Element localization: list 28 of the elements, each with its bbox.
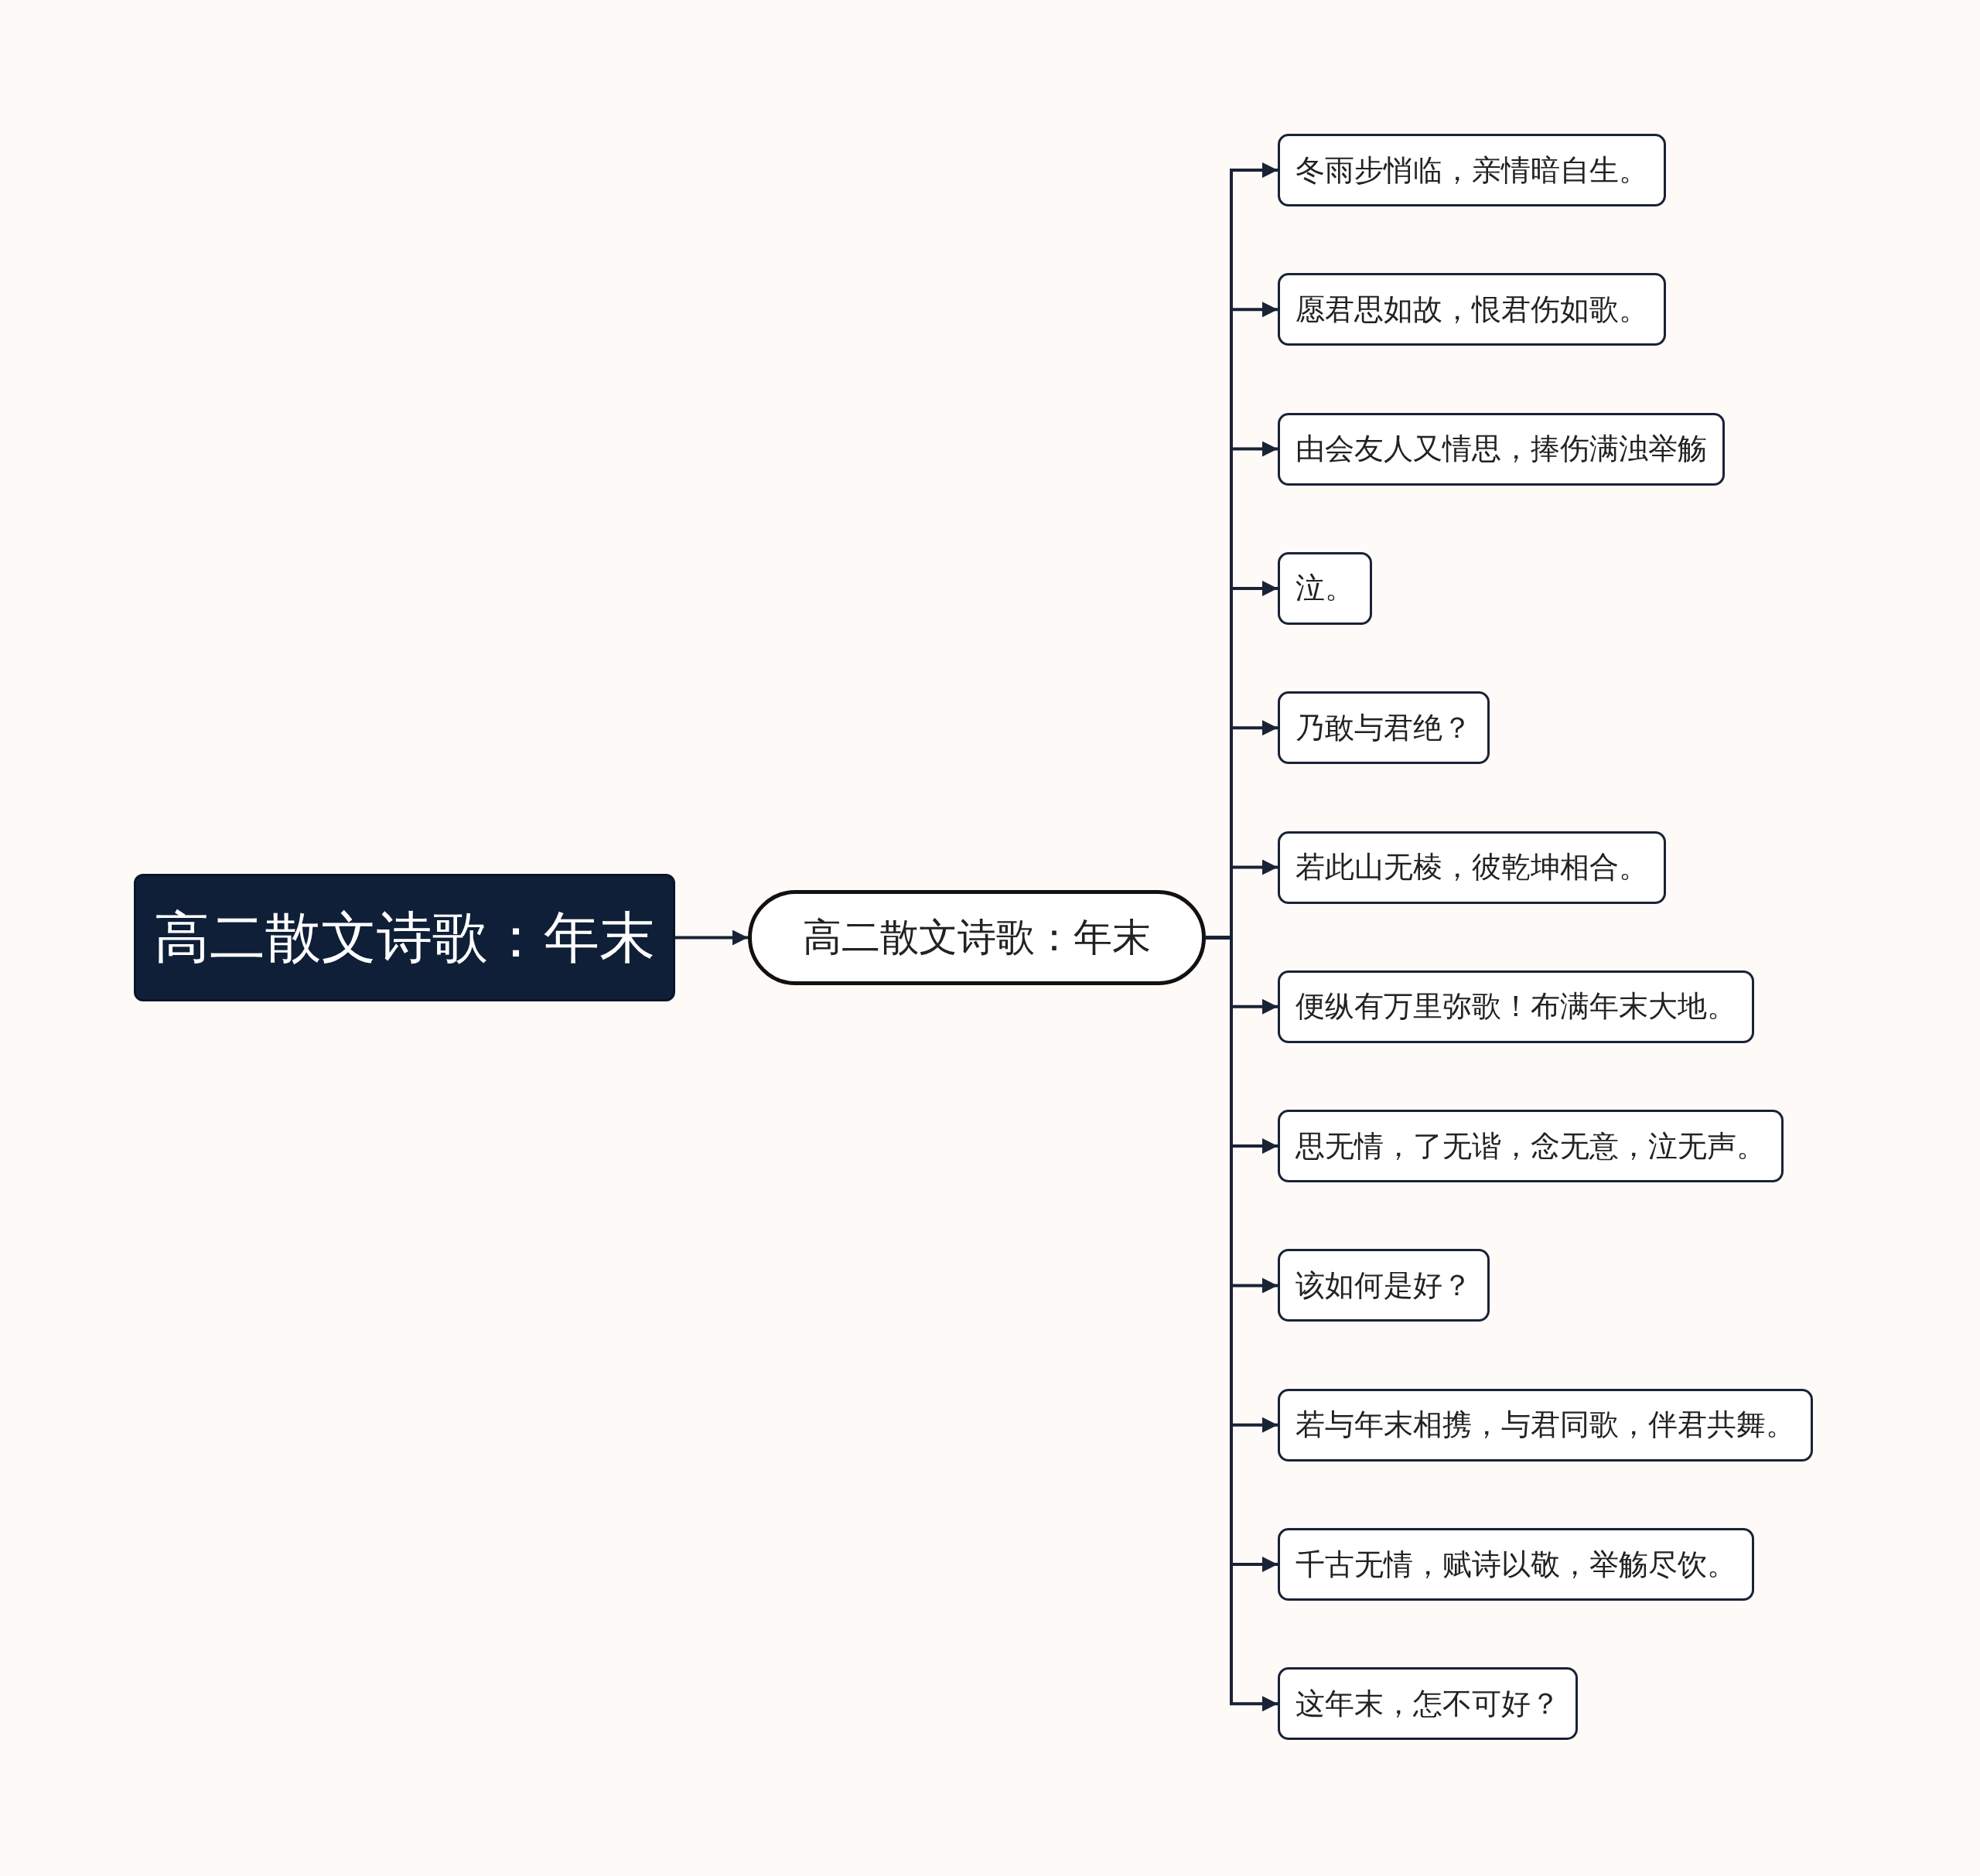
subtopic-box — [1278, 1388, 1813, 1462]
topic-text: 冬雨步悄临，亲情暗自生。 — [1296, 152, 1648, 189]
subtopic-box — [1278, 412, 1725, 486]
subtopic-box — [1278, 831, 1666, 904]
subtopic-box — [1278, 970, 1754, 1043]
subtopic-box — [1278, 691, 1490, 765]
subtopic-box — [1278, 273, 1666, 346]
subtopic-box — [1278, 551, 1372, 625]
subtopic-box — [1278, 1110, 1784, 1183]
subtopic-box — [1278, 134, 1666, 206]
root-topic-box — [134, 874, 675, 1001]
topic-text: 乃敢与君绝？ — [1296, 709, 1472, 746]
topic-text: 愿君思如故，恨君伤如歌。 — [1296, 291, 1648, 328]
connector-arrow — [675, 929, 748, 946]
topic-text: 思无情，了无谐，念无意，泣无声。 — [1296, 1127, 1766, 1165]
subtopic-box — [1278, 1249, 1490, 1322]
topic-text: 泣。 — [1296, 570, 1354, 607]
topic-text: 由会友人又情思，捧伤满浊举觞 — [1296, 431, 1707, 468]
topic-text: 若此山无棱，彼乾坤相合。 — [1296, 849, 1648, 885]
topic-text: 千古无情，赋诗以敬，举觞尽饮。 — [1296, 1546, 1736, 1583]
topic-text: 若与年末相携，与君同歌，伴君共舞。 — [1296, 1407, 1795, 1444]
topic-text: 便纵有万里弥歌！布满年末大地。 — [1296, 988, 1736, 1025]
subtopic-box — [1278, 1667, 1578, 1741]
topic-text: 高二散文诗歌：年末 — [154, 903, 655, 971]
subtopic-box — [1278, 1528, 1754, 1601]
topic-text: 高二散文诗歌：年末 — [803, 914, 1151, 961]
topic-text: 该如何是好？ — [1296, 1267, 1472, 1304]
topic-text: 这年末，怎不可好？ — [1296, 1685, 1560, 1722]
